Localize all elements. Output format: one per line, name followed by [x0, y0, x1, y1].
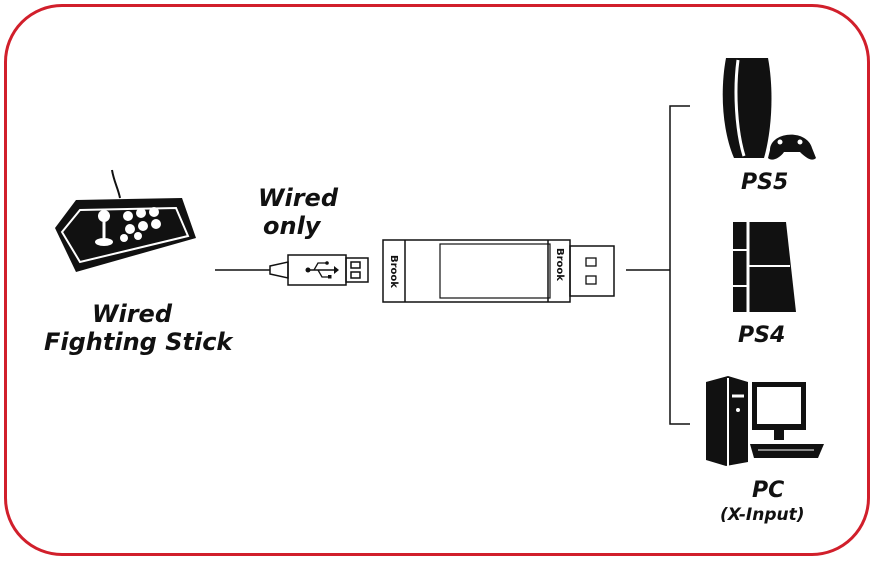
adapter-brand-right: Brook	[554, 248, 565, 281]
ps5-console-icon	[722, 58, 816, 160]
fighting-stick-label-line2: Fighting Stick	[44, 328, 233, 356]
diagram-frame	[4, 4, 870, 556]
pc-xinput-label: (X-Input)	[720, 505, 805, 525]
pc-computer-icon	[706, 376, 824, 466]
pc-label: PC	[752, 478, 785, 503]
fighting-stick-label-line1: Wired	[92, 300, 172, 328]
wired-only-label-line2: only	[263, 212, 321, 240]
adapter-brand-left: Brook	[388, 255, 399, 288]
usb-plug-icon	[269, 254, 369, 286]
fighting-stick-icon	[55, 169, 196, 272]
ps4-label: PS4	[738, 323, 786, 348]
wired-only-label-line1: Wired	[258, 184, 338, 212]
ps5-label: PS5	[741, 170, 789, 195]
brook-adapter-icon: Brook Brook	[382, 239, 615, 303]
output-bracket	[626, 105, 690, 425]
usb-symbol-icon	[305, 261, 339, 279]
ps4-console-icon	[733, 222, 796, 312]
